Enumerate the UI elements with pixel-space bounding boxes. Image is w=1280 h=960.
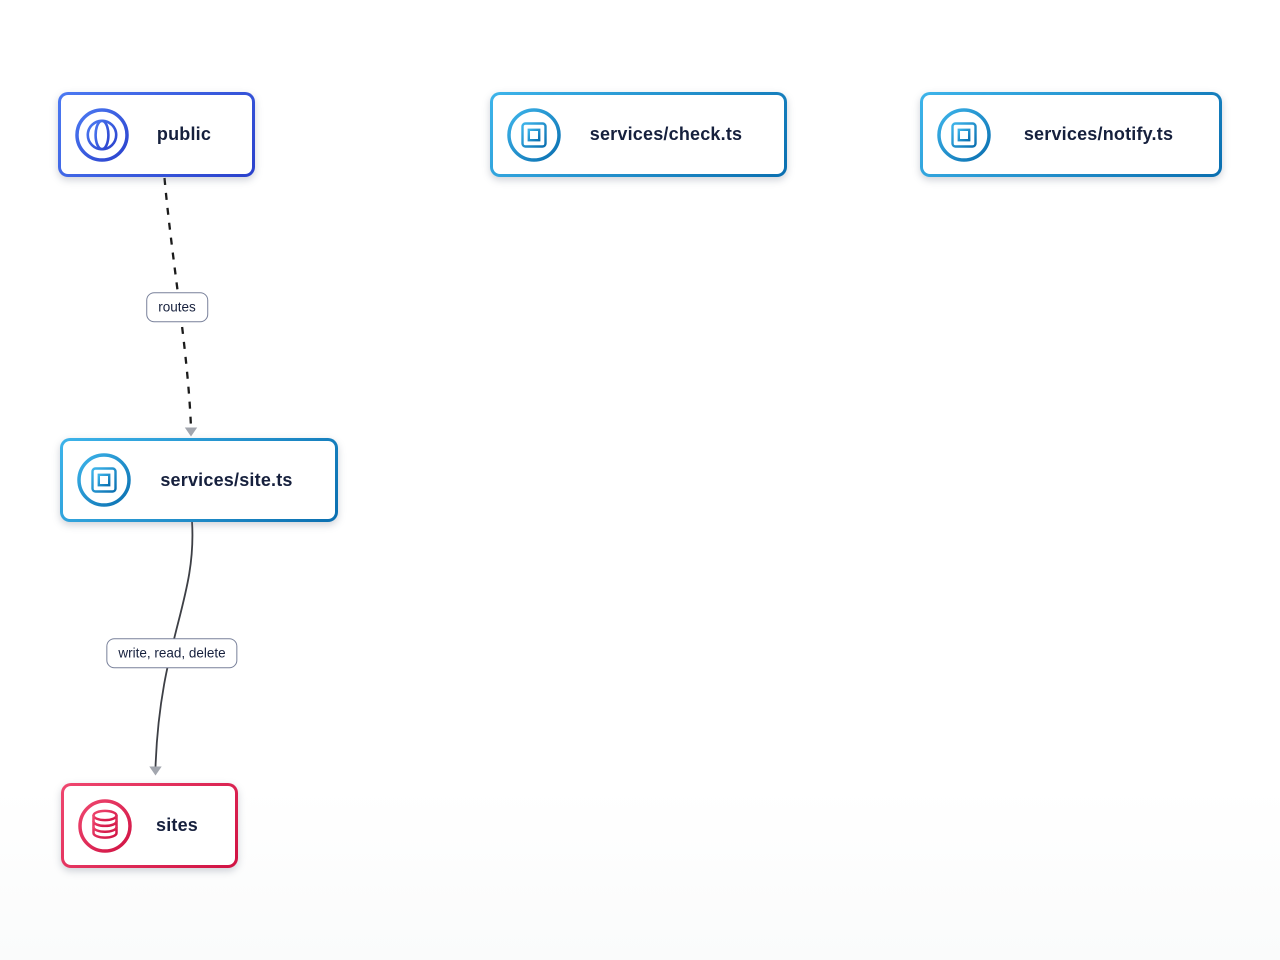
node-public[interactable]: public <box>58 92 255 177</box>
node-label: sites <box>155 815 199 835</box>
database-icon <box>78 798 132 853</box>
node-label: services/check.ts <box>589 124 743 144</box>
globe-icon <box>75 107 129 162</box>
cpu-icon <box>937 107 991 162</box>
node-sites[interactable]: sites <box>61 783 238 868</box>
node-services-site[interactable]: services/site.ts <box>60 438 338 522</box>
edge-label-write-read-delete: write, read, delete <box>106 638 238 668</box>
cpu-icon <box>77 453 131 507</box>
node-services-check[interactable]: services/check.ts <box>490 92 787 177</box>
edge-label-routes: routes <box>146 292 208 322</box>
arrowhead-sites <box>149 766 162 776</box>
node-label: services/site.ts <box>160 469 293 490</box>
arrowhead-site <box>184 427 198 437</box>
node-services-notify[interactable]: services/notify.ts <box>920 92 1222 177</box>
node-label: services/notify.ts <box>1023 124 1174 144</box>
cpu-icon <box>507 107 561 162</box>
node-label: public <box>156 124 212 144</box>
